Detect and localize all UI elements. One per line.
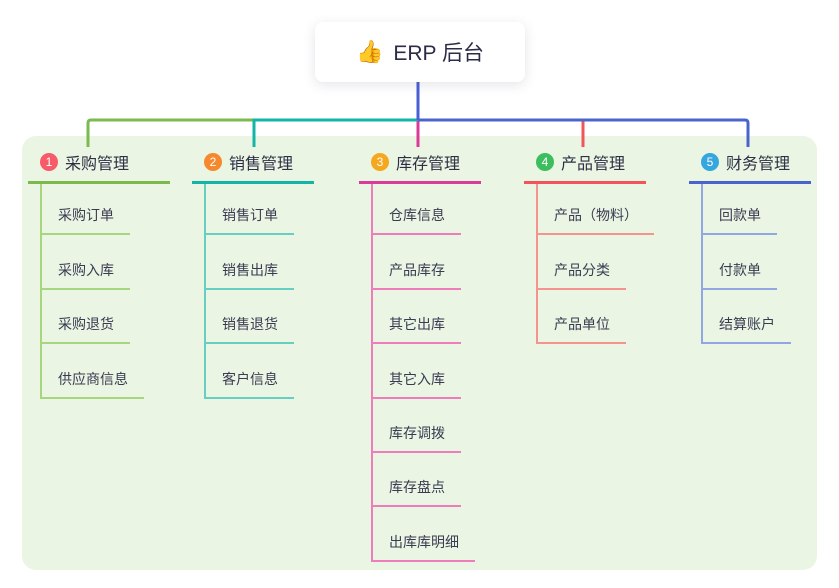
child-node-产品分类[interactable]: 产品分类 — [536, 235, 654, 290]
child-node-销售订单[interactable]: 销售订单 — [204, 181, 294, 236]
child-node-仓库信息[interactable]: 仓库信息 — [371, 181, 475, 236]
child-node-label: 销售出库 — [204, 260, 294, 290]
branch-label: 财务管理 — [726, 156, 791, 173]
child-node-label: 产品单位 — [536, 314, 626, 345]
child-node-label: 仓库信息 — [371, 205, 461, 236]
child-node-label: 销售订单 — [204, 205, 294, 236]
branch-child-line — [536, 181, 538, 343]
branch-label: 采购管理 — [65, 156, 130, 173]
child-node-label: 销售退货 — [204, 314, 294, 345]
child-node-库存盘点[interactable]: 库存盘点 — [371, 453, 475, 508]
branch-label: 产品管理 — [561, 156, 626, 173]
child-node-其它出库[interactable]: 其它出库 — [371, 290, 475, 345]
child-node-销售出库[interactable]: 销售出库 — [204, 235, 294, 290]
branch-child-line — [701, 181, 703, 343]
child-node-label: 回款单 — [701, 205, 777, 236]
branch-number-badge: 4 — [536, 153, 554, 171]
child-node-label: 结算账户 — [701, 314, 791, 345]
child-node-其它入库[interactable]: 其它入库 — [371, 344, 475, 399]
branch-label: 库存管理 — [396, 156, 461, 173]
branches-background-panel — [22, 136, 817, 570]
child-node-客户信息[interactable]: 客户信息 — [204, 344, 294, 399]
branch-label: 销售管理 — [229, 156, 294, 173]
child-node-label: 其它出库 — [371, 314, 461, 345]
branch-children-销售管理: 销售订单销售出库销售退货客户信息 — [204, 181, 294, 399]
child-node-label: 产品库存 — [371, 260, 461, 290]
root-node-label: ERP 后台 — [393, 42, 485, 65]
child-node-label: 出库库明细 — [371, 532, 475, 562]
child-node-label: 产品分类 — [536, 260, 626, 290]
child-node-label: 库存调拨 — [371, 423, 461, 453]
child-node-label: 采购订单 — [40, 205, 130, 236]
child-node-采购入库[interactable]: 采购入库 — [40, 235, 144, 290]
branch-node-财务管理[interactable]: 5 财务管理 — [689, 150, 811, 184]
branch-node-库存管理[interactable]: 3 库存管理 — [359, 150, 481, 184]
branch-children-库存管理: 仓库信息产品库存其它出库其它入库库存调拨库存盘点出库库明细 — [371, 181, 475, 562]
branch-child-line — [371, 181, 373, 560]
child-node-出库库明细[interactable]: 出库库明细 — [371, 507, 475, 562]
branch-children-采购管理: 采购订单采购入库采购退货供应商信息 — [40, 181, 144, 399]
branch-node-产品管理[interactable]: 4 产品管理 — [524, 150, 646, 184]
branch-number-badge: 5 — [701, 153, 719, 171]
thumbs-up-icon: 👍 — [355, 39, 384, 64]
child-node-产品库存[interactable]: 产品库存 — [371, 235, 475, 290]
child-node-付款单[interactable]: 付款单 — [701, 235, 791, 290]
branch-number-badge: 3 — [371, 153, 389, 171]
child-node-label: 采购入库 — [40, 260, 130, 290]
child-node-label: 供应商信息 — [40, 369, 144, 399]
branch-number-badge: 1 — [40, 153, 58, 171]
branch-node-销售管理[interactable]: 2 销售管理 — [192, 150, 314, 184]
child-node-label: 其它入库 — [371, 369, 461, 399]
branch-node-采购管理[interactable]: 1 采购管理 — [28, 150, 170, 184]
child-node-label: 采购退货 — [40, 314, 130, 345]
child-node-销售退货[interactable]: 销售退货 — [204, 290, 294, 345]
child-node-供应商信息[interactable]: 供应商信息 — [40, 344, 144, 399]
child-node-label: 库存盘点 — [371, 477, 461, 508]
child-node-label: 付款单 — [701, 260, 777, 290]
branch-children-财务管理: 回款单付款单结算账户 — [701, 181, 791, 345]
child-node-label: 产品（物料） — [536, 205, 654, 236]
child-node-label: 客户信息 — [204, 369, 294, 399]
child-node-产品单位[interactable]: 产品单位 — [536, 290, 654, 345]
branch-number-badge: 2 — [204, 153, 222, 171]
child-node-结算账户[interactable]: 结算账户 — [701, 290, 791, 345]
branch-children-产品管理: 产品（物料） 产品分类产品单位 — [536, 181, 654, 345]
child-node-库存调拨[interactable]: 库存调拨 — [371, 399, 475, 453]
child-node-回款单[interactable]: 回款单 — [701, 181, 791, 236]
child-node-采购订单[interactable]: 采购订单 — [40, 181, 144, 236]
root-node-erp[interactable]: 👍 ERP 后台 — [315, 22, 525, 82]
child-node-采购退货[interactable]: 采购退货 — [40, 290, 144, 345]
child-node-产品（物料）[interactable]: 产品（物料） — [536, 181, 654, 236]
